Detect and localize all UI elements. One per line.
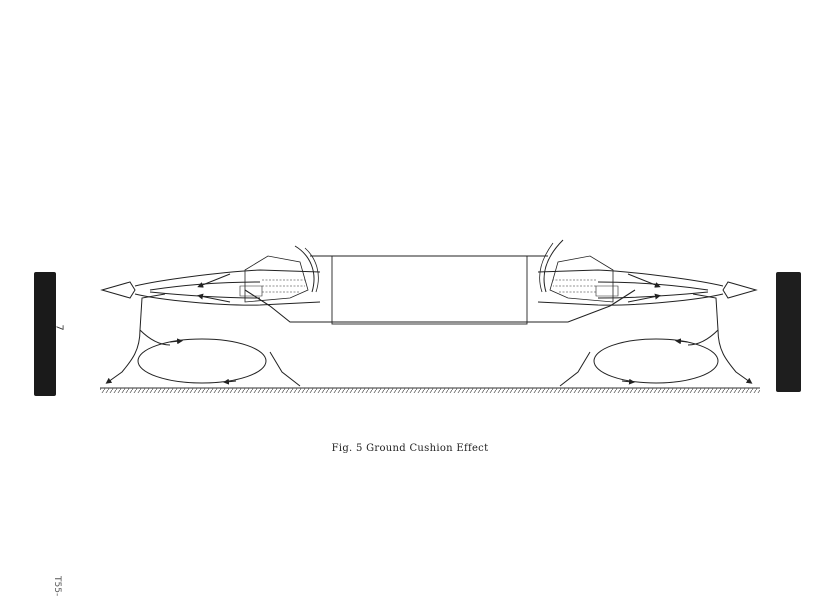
left-airflow [105,273,301,387]
left-margin-bar [34,272,56,396]
document-code: T55- [52,576,62,597]
vehicle-body [244,255,636,325]
right-airflow [559,273,753,387]
figure-caption: Fig. 5 Ground Cushion Effect [331,443,489,454]
right-margin-bar [776,272,801,392]
right-engine [537,239,758,306]
ground [100,387,760,393]
page-number: 7 [53,324,65,331]
left-engine [100,245,321,306]
